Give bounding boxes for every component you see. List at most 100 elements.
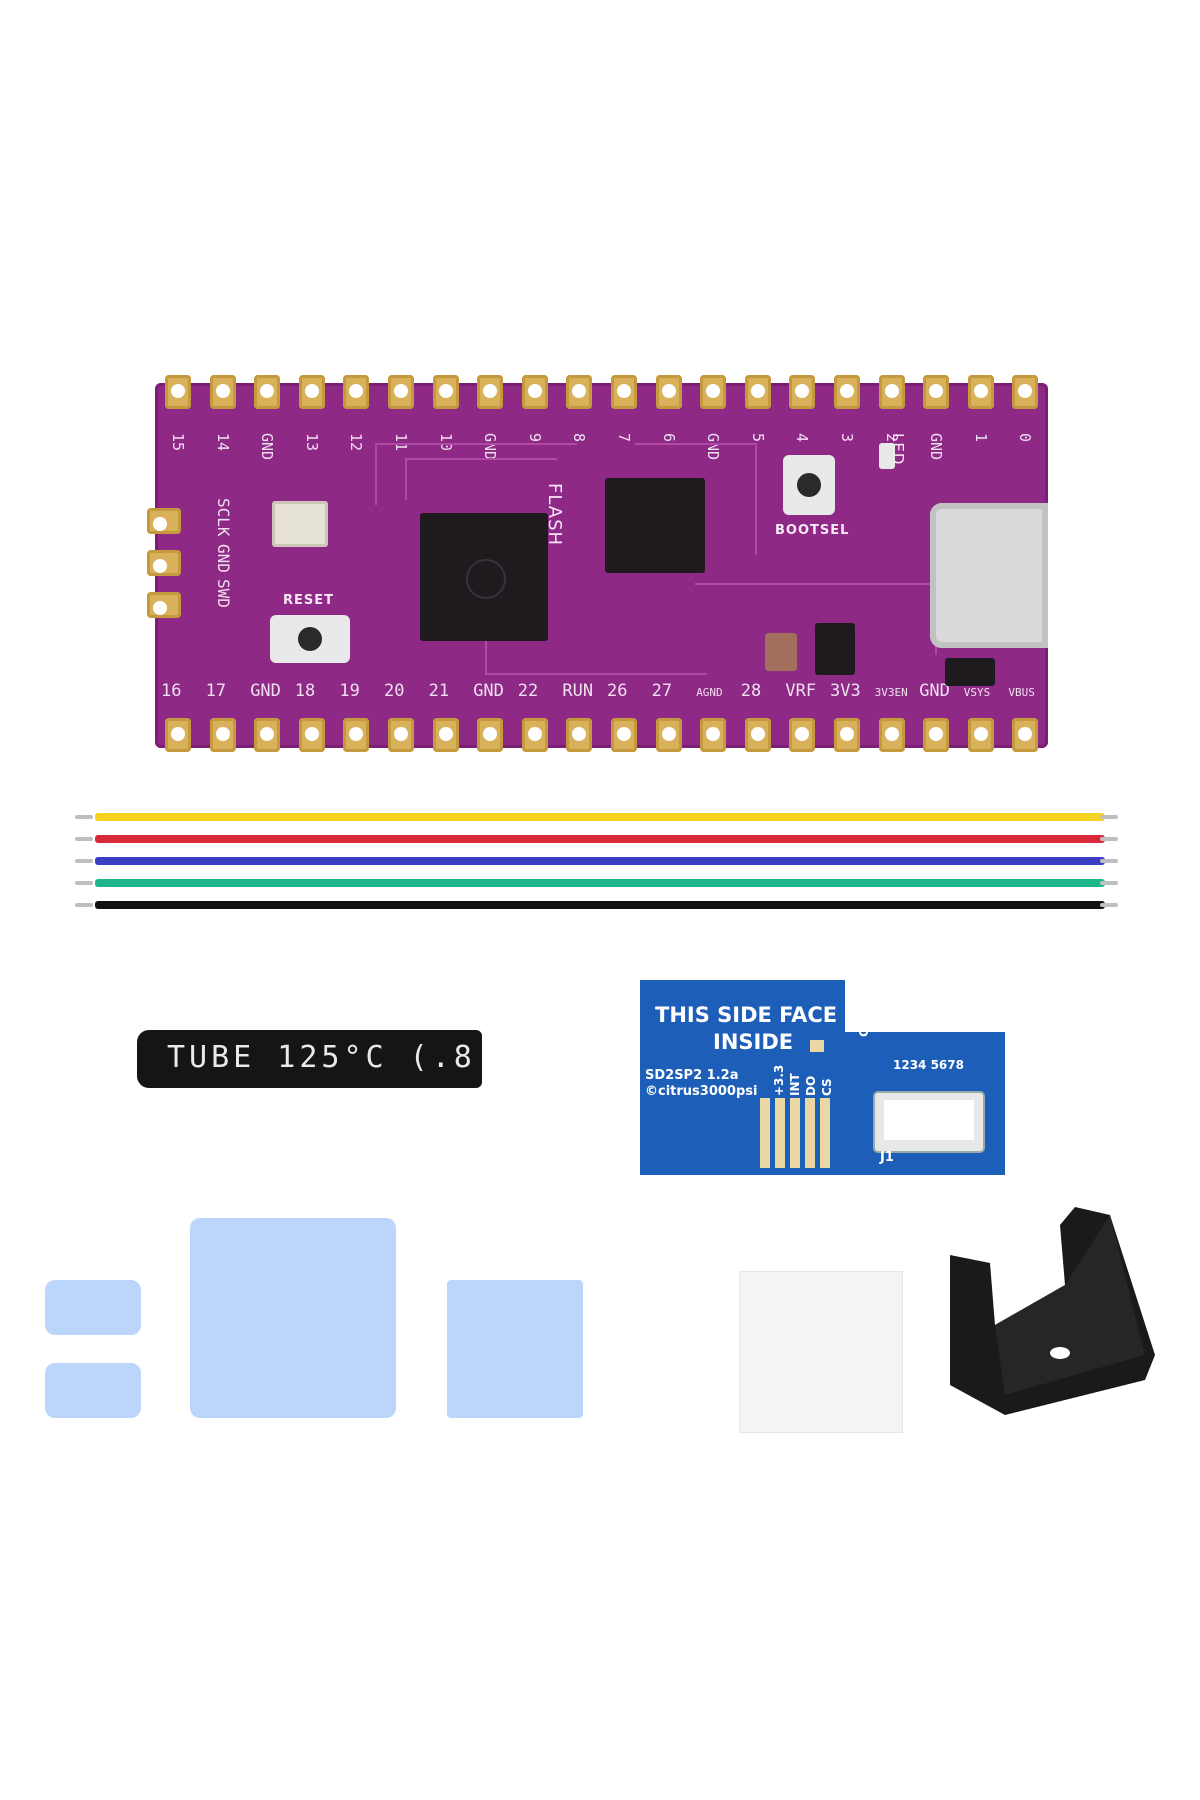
- top-pin-label: 4: [793, 433, 812, 443]
- bottom-pin-label: GND: [919, 681, 950, 701]
- top-pin-label: 7: [615, 433, 633, 443]
- pin-pad: [789, 718, 816, 752]
- bottom-pin-label: 3V3EN: [874, 686, 908, 699]
- sd-connector-pins: 1234 5678: [893, 1058, 964, 1072]
- bottom-pin-label: 22: [517, 681, 539, 701]
- thermal-pad-small: [45, 1363, 141, 1418]
- wire-tip: [1100, 903, 1118, 907]
- top-pin-label: 12: [347, 433, 366, 452]
- bottom-pin-label: VSYS: [963, 686, 991, 699]
- pin-pad: [209, 375, 236, 409]
- flash-label: FLASH: [544, 483, 565, 547]
- pin-pad: [388, 375, 414, 409]
- top-pin-label: 13: [302, 433, 321, 452]
- pin-pad: [611, 375, 637, 409]
- pin-pad: [700, 718, 727, 752]
- sd-pin-label: CS: [820, 1078, 834, 1096]
- bottom-pin-label: 18: [294, 681, 316, 701]
- inductor: [765, 633, 797, 671]
- sd-pin-label: DO: [804, 1075, 818, 1096]
- bottom-pin-label: 17: [205, 681, 227, 701]
- bottom-pin-label: AGND: [696, 686, 723, 699]
- bottom-pin-label: 27: [651, 681, 673, 701]
- pin-pad: [655, 718, 682, 752]
- debug-pad: [147, 550, 181, 576]
- top-pin-label: 15: [169, 433, 187, 452]
- side-pin-label: SWD: [214, 579, 233, 608]
- pin-pad: [209, 718, 236, 752]
- sd-author: ©citrus3000psi: [645, 1084, 758, 1099]
- top-pin-label: 8: [570, 433, 589, 443]
- pcb-trace: [405, 458, 557, 500]
- pin-pad: [165, 718, 191, 752]
- pin-pad: [298, 375, 325, 409]
- thermal-pad-small: [45, 1280, 141, 1335]
- reset-button[interactable]: [270, 615, 350, 663]
- bottom-pin-label: VRF: [785, 681, 817, 701]
- pin-pad: [298, 718, 325, 752]
- bottom-pin-label: VBUS: [1008, 686, 1035, 699]
- bottom-pin-label: GND: [473, 681, 504, 701]
- board-stand: [950, 1207, 1155, 1415]
- pin-pad: [834, 375, 860, 409]
- wire: [95, 835, 1105, 843]
- top-pin-label: 5: [748, 433, 767, 443]
- top-pin-label: 0: [1016, 433, 1035, 443]
- pin-pad: [744, 375, 771, 409]
- pin-pad: [655, 375, 682, 409]
- sd-pin-label: +3.3: [772, 1064, 786, 1096]
- pin-pad: [1012, 375, 1039, 409]
- bottom-pin-label: 26: [607, 681, 628, 701]
- edge-contact: [805, 1098, 815, 1168]
- bottom-pin-label: 28: [740, 681, 762, 701]
- wire: [95, 901, 1105, 909]
- pcb-trace: [375, 443, 577, 505]
- led-label: LED: [889, 433, 907, 466]
- pin-pad: [521, 375, 548, 409]
- card-edge-contacts: [760, 1098, 830, 1168]
- reset-label: RESET: [283, 593, 335, 608]
- bottom-pin-label: 16: [161, 681, 182, 701]
- pin-pad: [923, 375, 950, 409]
- pin-pad: [254, 718, 281, 752]
- white-insulation-pad: [740, 1272, 902, 1432]
- wire-tip: [1100, 837, 1118, 841]
- edge-contact: [790, 1098, 800, 1168]
- bootsel-button[interactable]: [783, 455, 835, 515]
- sd-connector-label: J1: [880, 1150, 894, 1165]
- pin-pad: [967, 375, 994, 409]
- wire: [95, 879, 1105, 887]
- pin-pad: [432, 718, 459, 752]
- pin-pad: [923, 718, 950, 752]
- top-pin-label: 9: [525, 433, 544, 443]
- top-pin-label: 14: [213, 433, 232, 452]
- pin-pad: [789, 375, 816, 409]
- wire-tip: [75, 903, 93, 907]
- edge-contact: [775, 1098, 785, 1168]
- edge-contact: [820, 1098, 830, 1168]
- wire: [95, 813, 1105, 821]
- crystal-oscillator: [272, 501, 328, 547]
- pin-pad: [477, 718, 504, 752]
- stand-hole-icon: [1050, 1347, 1070, 1359]
- button-cap-icon: [797, 473, 821, 497]
- pin-pad: [521, 718, 548, 752]
- debug-pad: [147, 592, 181, 618]
- pin-pad: [477, 375, 504, 409]
- top-pin-label: 1: [971, 433, 990, 443]
- sd-title-line2: INSIDE: [713, 1030, 794, 1054]
- stand-face: [995, 1215, 1145, 1395]
- usb-c-connector: [930, 503, 1048, 648]
- tube-print: TUBE 125°C (.8: [167, 1040, 476, 1075]
- button-cap-icon: [298, 627, 322, 651]
- wire-tip: [75, 837, 93, 841]
- bottom-pin-label: 19: [339, 681, 360, 701]
- edge-contact: [760, 1098, 770, 1168]
- pcb-trace: [485, 633, 707, 675]
- sd-cap-label: C1: [857, 1019, 871, 1037]
- bootsel-label: BOOTSEL: [775, 523, 850, 538]
- wire-tip: [75, 815, 93, 819]
- side-pin-label: SCLK: [214, 498, 233, 537]
- debug-pad: [147, 508, 181, 534]
